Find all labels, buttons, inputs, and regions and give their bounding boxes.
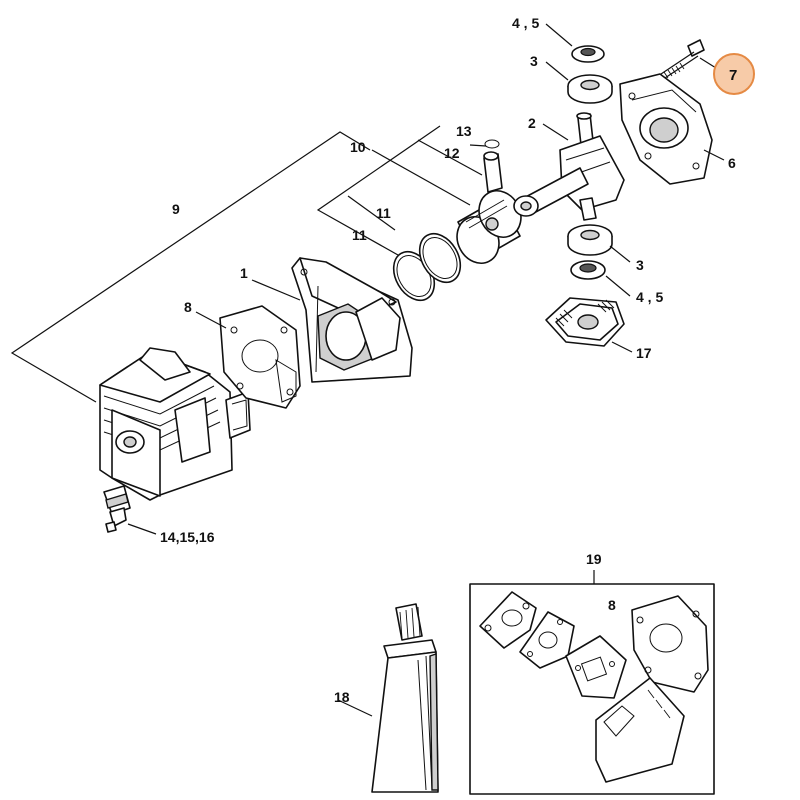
crankshaft — [513, 112, 625, 221]
highlight-circle — [713, 53, 755, 95]
clutch — [545, 297, 625, 347]
crankcase-cover — [619, 73, 713, 185]
crankcase — [291, 257, 413, 383]
oil-seal-bottom — [570, 260, 606, 280]
callout-11-bottom[interactable]: 11 — [352, 227, 367, 243]
bearing-top — [567, 74, 613, 104]
callout-17[interactable]: 17 — [636, 345, 652, 361]
callout-10[interactable]: 10 — [350, 139, 366, 155]
callout-19[interactable]: 19 — [586, 551, 602, 567]
callout-3-top[interactable]: 3 — [530, 53, 538, 69]
callout-4-5-bottom[interactable]: 4 , 5 — [636, 289, 663, 305]
callout-11-top[interactable]: 11 — [376, 205, 391, 221]
spark-plug — [103, 485, 131, 533]
grease-tube — [371, 603, 439, 793]
gasket-set-box — [469, 583, 715, 795]
callout-9[interactable]: 9 — [172, 201, 180, 217]
callout-2[interactable]: 2 — [528, 115, 536, 131]
leader-lines — [127, 23, 725, 717]
callout-6[interactable]: 6 — [728, 155, 736, 171]
callout-4-5-top[interactable]: 4 , 5 — [512, 15, 539, 31]
callout-13[interactable]: 13 — [456, 123, 472, 139]
bearing-bottom — [567, 224, 613, 256]
piston-pin — [483, 151, 503, 193]
callout-14-15-16[interactable]: 14,15,16 — [160, 529, 215, 545]
piston — [456, 190, 522, 264]
circlip — [484, 139, 500, 149]
oil-seal-top — [571, 45, 605, 63]
cylinder-gasket — [219, 305, 301, 409]
group-9-bracket — [10, 131, 371, 403]
callout-1[interactable]: 1 — [240, 265, 248, 281]
callout-8-box[interactable]: 8 — [608, 597, 616, 613]
callout-8-left[interactable]: 8 — [184, 299, 192, 315]
callout-7[interactable]: 7 — [729, 67, 737, 84]
group-10-13-bracket — [316, 125, 483, 256]
screw — [657, 39, 705, 81]
callout-18[interactable]: 18 — [334, 689, 350, 705]
cylinder — [99, 347, 251, 501]
callout-3-bottom[interactable]: 3 — [636, 257, 644, 273]
callout-12[interactable]: 12 — [444, 145, 460, 161]
piston-ring-rear — [418, 232, 462, 284]
